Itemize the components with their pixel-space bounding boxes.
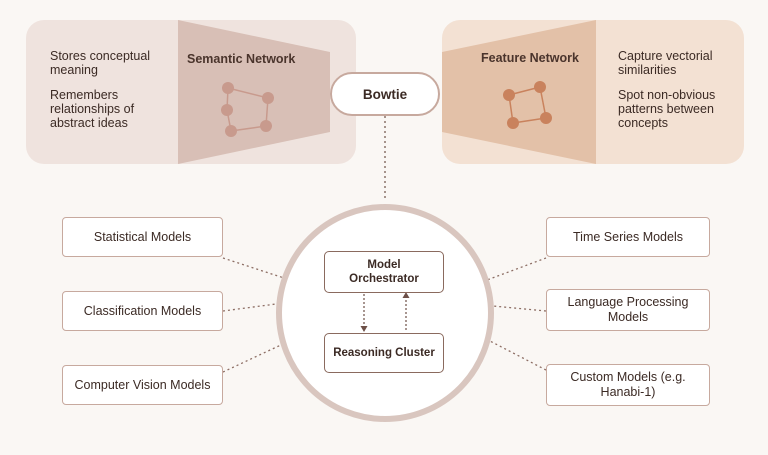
feature-note: Capture vectorial similarities	[618, 49, 713, 77]
semantic-note: Stores conceptual meaning	[50, 49, 151, 77]
semantic-network-title: Semantic Network	[187, 52, 296, 66]
feature-notes: Capture vectorial similarities Spot non-…	[618, 49, 736, 141]
model-box-computer-vision: Computer Vision Models	[62, 365, 223, 405]
model-orchestrator-box: Model Orchestrator	[324, 251, 444, 293]
hub-ring	[276, 204, 494, 422]
feature-note: Spot non-obvious patterns between concep…	[618, 88, 716, 130]
semantic-network-icon	[221, 82, 274, 137]
model-box-time-series: Time Series Models	[546, 217, 710, 257]
semantic-notes: Stores conceptual meaning Remembers rela…	[50, 49, 168, 141]
model-box-language-processing: Language Processing Models	[546, 289, 710, 331]
core-arrows	[363, 294, 407, 330]
model-box-statistical: Statistical Models	[62, 217, 223, 257]
model-box-custom: Custom Models (e.g. Hanabi-1)	[546, 364, 710, 406]
model-box-classification: Classification Models	[62, 291, 223, 331]
feature-network-title: Feature Network	[481, 51, 579, 65]
semantic-note: Remembers relationships of abstract idea…	[50, 88, 135, 130]
model-connectors	[222, 257, 547, 373]
semantic-trapezoid	[178, 20, 330, 164]
up-arrowhead	[402, 292, 410, 298]
down-arrowhead	[360, 326, 368, 332]
feature-network-icon	[503, 81, 552, 129]
bowtie-node: Bowtie	[330, 72, 440, 116]
reasoning-cluster-box: Reasoning Cluster	[324, 333, 444, 373]
